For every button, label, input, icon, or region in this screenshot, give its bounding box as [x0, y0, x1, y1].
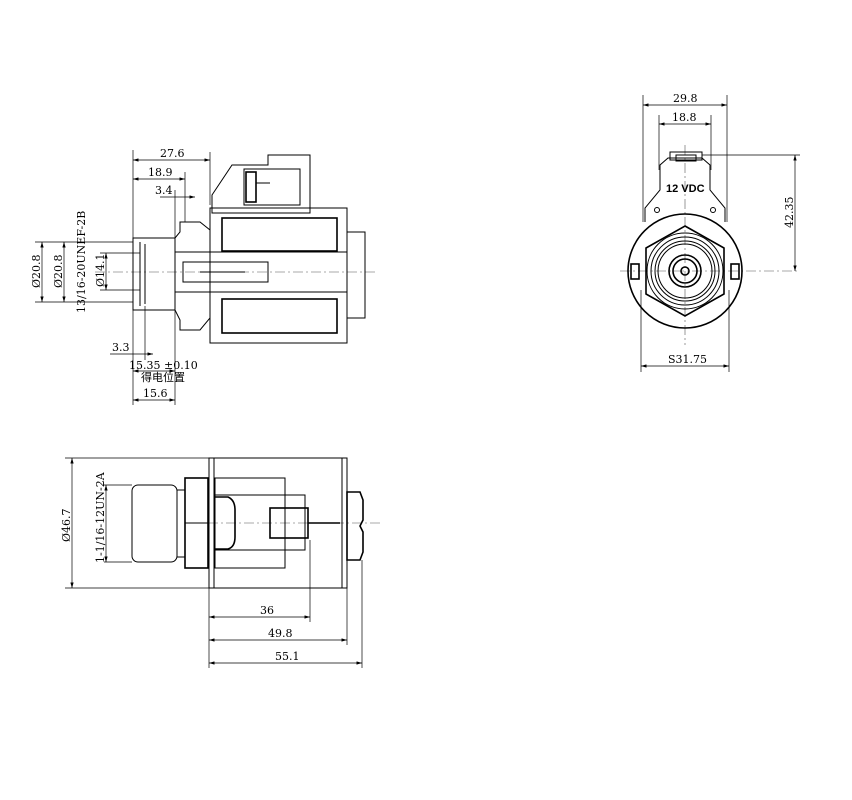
- dim-27-6: 27.6: [160, 147, 185, 160]
- terminal: [245, 171, 257, 203]
- plunger-bore: [182, 261, 269, 283]
- hex-nut: [645, 225, 725, 317]
- dim-dia-14-1: Ø14.1: [94, 253, 107, 287]
- side-view: Ø46.7 1-1/16-12UN-2A 36 49.8 55.1: [60, 457, 380, 668]
- dim-49-8: 49.8: [268, 627, 293, 640]
- coil-winding-bottom: [221, 298, 338, 334]
- end-nut: [346, 491, 364, 561]
- dim-dia-20-8-a: Ø20.8: [30, 254, 43, 288]
- coil-body-circle: [627, 213, 743, 329]
- voltage-label: 12 VDC: [666, 183, 705, 195]
- connector-latch: [669, 151, 703, 161]
- section-view: 27.6 18.9 3.4 Ø20.8 Ø20.8 13/16-20UNEF-2…: [30, 147, 375, 405]
- thread-spec: 13/16-20UNEF-2B: [75, 211, 88, 313]
- dim-18-8: 18.8: [672, 111, 697, 124]
- dim-15-6: 15.6: [143, 387, 168, 400]
- dim-3-4: 3.4: [155, 184, 173, 197]
- connector-cavity: [243, 168, 301, 206]
- port-fitting: [132, 237, 176, 311]
- body-hex: [174, 221, 211, 331]
- coil-housing: [209, 207, 348, 344]
- dim-18-9: 18.9: [148, 166, 173, 179]
- end-nut: [346, 231, 366, 319]
- connector-housing: [211, 154, 311, 214]
- dim-stroke-15-35: 15.35 ±0.10: [129, 359, 198, 372]
- thread-spec: 1-1/16-12UN-2A: [94, 471, 107, 563]
- end-view: 12 VDC 29.8 18.8 42.35 S31.75: [620, 92, 800, 372]
- dim-42-35: 42.35: [783, 197, 796, 229]
- dim-55-1: 55.1: [275, 650, 300, 663]
- center-port: [680, 266, 690, 276]
- dim-dia-46-7: Ø46.7: [60, 508, 73, 542]
- coil-winding-top: [221, 217, 338, 252]
- dim-29-8: 29.8: [673, 92, 698, 105]
- dim-s31-75: S31.75: [668, 353, 707, 366]
- dim-3-3: 3.3: [112, 341, 130, 354]
- threaded-port: [131, 484, 178, 563]
- dim-36: 36: [260, 604, 274, 617]
- connector-outline: [644, 157, 726, 222]
- energized-position-note: 得电位置: [141, 370, 185, 384]
- dim-dia-20-8-b: Ø20.8: [52, 254, 65, 288]
